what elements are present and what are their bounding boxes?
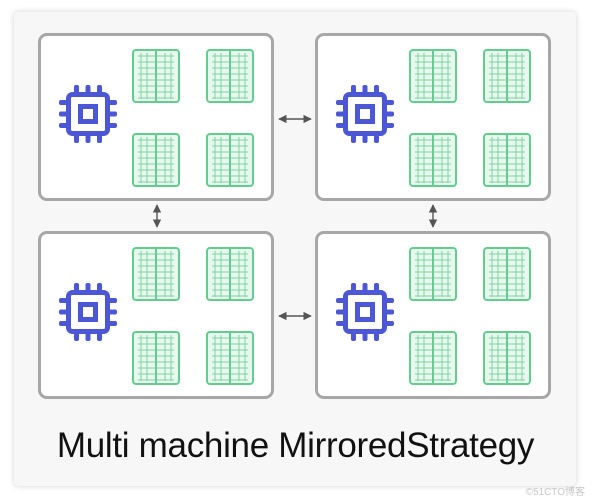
gpu-card-icon <box>132 331 180 385</box>
cpu-chip-icon <box>59 85 117 143</box>
gpu-card-icon <box>409 133 457 187</box>
gpu-card-icon <box>409 247 457 301</box>
gpu-card-icon <box>206 49 254 103</box>
watermark-text: ©51CTO博客 <box>525 487 585 498</box>
gpu-card-icon <box>409 49 457 103</box>
gpu-card-icon <box>132 133 180 187</box>
gpu-card-icon <box>409 331 457 385</box>
cpu-chip-icon <box>336 85 394 143</box>
connector-bottom-horizontal <box>278 311 312 321</box>
gpu-card-icon <box>132 247 180 301</box>
machine-bottom-right <box>315 231 551 399</box>
gpu-card-icon <box>483 49 531 103</box>
gpu-card-icon <box>132 49 180 103</box>
gpu-card-icon <box>483 133 531 187</box>
connector-right-vertical <box>428 204 438 228</box>
machine-top-left <box>38 33 274 201</box>
cpu-chip-icon <box>336 283 394 341</box>
gpu-card-icon <box>483 331 531 385</box>
connector-left-vertical <box>152 204 162 228</box>
gpu-card-icon <box>206 247 254 301</box>
gpu-card-icon <box>206 133 254 187</box>
diagram-frame <box>14 12 576 486</box>
gpu-card-icon <box>206 331 254 385</box>
connector-top-horizontal <box>278 114 312 124</box>
machine-bottom-left <box>38 231 274 399</box>
cpu-chip-icon <box>59 283 117 341</box>
machine-top-right <box>315 33 551 201</box>
gpu-card-icon <box>483 247 531 301</box>
diagram-title: Multi machine MirroredStrategy <box>56 426 535 465</box>
